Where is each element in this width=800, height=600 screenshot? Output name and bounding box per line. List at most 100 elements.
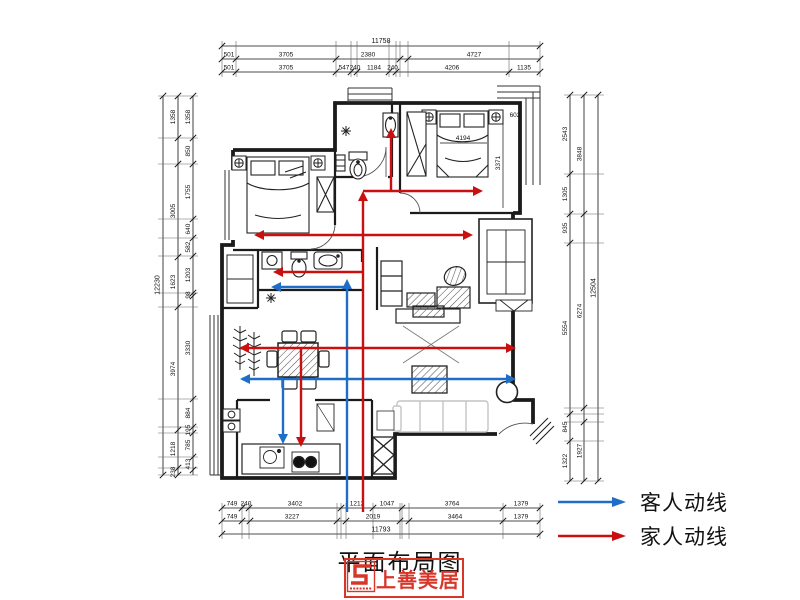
bathroom-top bbox=[335, 112, 399, 180]
counter bbox=[241, 443, 341, 475]
svg-text:240: 240 bbox=[387, 65, 398, 72]
bedroom-left bbox=[231, 155, 335, 234]
plant-icon bbox=[340, 125, 352, 137]
legend-guest-label: 客人动线 bbox=[640, 491, 728, 515]
svg-text:1203: 1203 bbox=[185, 267, 192, 282]
svg-text:1623: 1623 bbox=[170, 274, 177, 289]
dim-right: 2543 1305 935 5554 845 1322 3848 6274 19… bbox=[562, 91, 605, 485]
walls bbox=[220, 101, 555, 480]
pillow bbox=[439, 113, 461, 128]
svg-text:785: 785 bbox=[185, 439, 192, 450]
svg-text:238: 238 bbox=[170, 466, 177, 477]
svg-text:2380: 2380 bbox=[361, 52, 376, 59]
svg-text:501: 501 bbox=[224, 52, 235, 59]
interior-dims: 4194 3371 602 bbox=[440, 112, 521, 208]
arrowhead-down bbox=[278, 434, 288, 444]
dim-left: 12230 1358 3005 1623 3974 1218 238 1358 … bbox=[155, 92, 199, 479]
svg-text:240: 240 bbox=[241, 501, 252, 508]
svg-text:2543: 2543 bbox=[562, 126, 569, 141]
entry-steps bbox=[529, 417, 555, 445]
dim-bottom: 749 240 3402 1212 1047 3764 1379 749 322… bbox=[218, 501, 544, 540]
svg-text:1218: 1218 bbox=[170, 441, 177, 456]
drawing-title: 平面布局图 bbox=[337, 550, 463, 575]
arrowhead-left bbox=[273, 267, 283, 277]
svg-text:195: 195 bbox=[185, 424, 192, 435]
svg-text:12504: 12504 bbox=[591, 278, 598, 298]
svg-text:3464: 3464 bbox=[448, 514, 463, 521]
svg-text:3402: 3402 bbox=[288, 501, 303, 508]
svg-text:1047: 1047 bbox=[380, 501, 395, 508]
svg-text:3764: 3764 bbox=[445, 501, 460, 508]
dim-label: 11758 bbox=[372, 38, 391, 45]
svg-text:4206: 4206 bbox=[445, 65, 460, 72]
arrowhead-up bbox=[358, 191, 368, 201]
svg-text:1755: 1755 bbox=[185, 184, 192, 199]
arrowhead-down bbox=[296, 437, 306, 447]
brand-logo: 上善美居 bbox=[344, 558, 464, 598]
svg-text:3974: 3974 bbox=[170, 361, 177, 376]
svg-text:1379: 1379 bbox=[514, 514, 529, 521]
pillow bbox=[463, 113, 485, 128]
svg-text:501: 501 bbox=[224, 65, 235, 72]
svg-text:845: 845 bbox=[562, 421, 569, 432]
svg-text:1358: 1358 bbox=[170, 109, 177, 124]
nightstand bbox=[231, 155, 247, 171]
arrowhead-right bbox=[506, 343, 516, 353]
window-top-bay bbox=[347, 87, 393, 103]
pouf bbox=[495, 380, 519, 404]
svg-text:1212: 1212 bbox=[350, 501, 365, 508]
nightstand bbox=[488, 109, 504, 125]
svg-text:3227: 3227 bbox=[285, 514, 300, 521]
flow-family-arrows bbox=[239, 128, 516, 512]
svg-text:3848: 3848 bbox=[577, 146, 584, 161]
arrowhead-left bbox=[240, 374, 250, 384]
svg-text:935: 935 bbox=[562, 222, 569, 233]
legend-family-label: 家人动线 bbox=[640, 525, 728, 549]
svg-text:3705: 3705 bbox=[279, 65, 294, 72]
window-left-balcony bbox=[209, 315, 222, 476]
dim-top: 11758 501 3705 2380 4727 501 3705 547 24… bbox=[218, 38, 544, 78]
balcony-left bbox=[222, 408, 241, 433]
office-chair bbox=[443, 266, 467, 286]
pillow bbox=[278, 160, 304, 176]
svg-text:1305: 1305 bbox=[562, 186, 569, 201]
tv-view-lines bbox=[402, 325, 460, 364]
svg-text:640: 640 bbox=[185, 223, 192, 234]
chair bbox=[266, 350, 278, 368]
bedroom-master: 4194 3371 602 bbox=[406, 109, 521, 208]
svg-text:3005: 3005 bbox=[170, 203, 177, 218]
toilet-tank bbox=[290, 251, 308, 260]
svg-text:2019: 2019 bbox=[366, 514, 381, 521]
chair bbox=[318, 350, 330, 368]
svg-text:3371: 3371 bbox=[495, 155, 502, 170]
legend-guest-row: 客人动线 bbox=[556, 487, 794, 517]
stool bbox=[406, 292, 436, 308]
desk bbox=[436, 286, 471, 309]
svg-text:11793: 11793 bbox=[372, 527, 391, 534]
svg-text:1135: 1135 bbox=[517, 65, 531, 72]
arrowhead-right bbox=[506, 374, 516, 384]
window-left-bedroom bbox=[224, 170, 230, 240]
svg-text:1379: 1379 bbox=[514, 501, 529, 508]
flow-legend: 客人动线 家人动线 bbox=[556, 487, 794, 555]
plant-icon bbox=[265, 292, 277, 304]
svg-text:4727: 4727 bbox=[467, 52, 482, 59]
closet bbox=[226, 254, 254, 304]
svg-text:240: 240 bbox=[350, 65, 361, 72]
brand-name: 上善美居 bbox=[376, 569, 460, 592]
flow-guest-arrows bbox=[240, 279, 516, 512]
shelf bbox=[335, 154, 346, 172]
arrowhead-left bbox=[239, 343, 249, 353]
svg-text:749: 749 bbox=[227, 514, 238, 521]
svg-text:413: 413 bbox=[185, 458, 192, 469]
svg-text:749: 749 bbox=[227, 501, 238, 508]
foyer bbox=[372, 365, 519, 475]
logo-mark-icon bbox=[346, 560, 376, 593]
side-table bbox=[376, 410, 395, 431]
shoe-cabinet bbox=[372, 436, 395, 475]
living-room bbox=[380, 218, 533, 364]
svg-text:12230: 12230 bbox=[155, 275, 162, 295]
kitchen bbox=[241, 403, 341, 475]
